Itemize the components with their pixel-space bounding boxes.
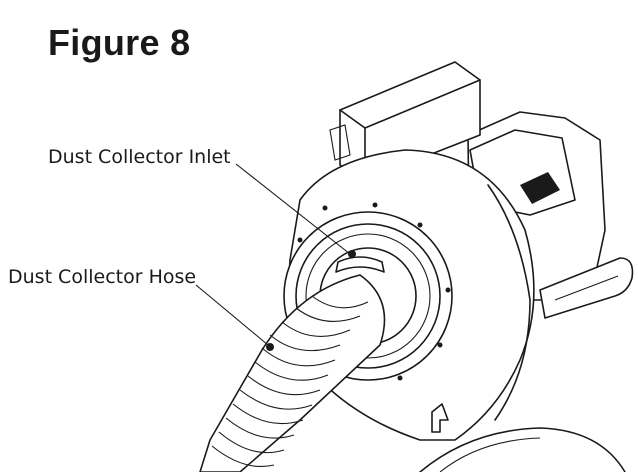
inlet-leader-line: [235, 163, 351, 255]
inlet-clamp: [335, 250, 385, 273]
callout-dust-collector-hose: Dust Collector Hose: [8, 266, 197, 288]
figure-title: Figure 8: [48, 22, 191, 63]
hose-leader-line: [195, 284, 269, 346]
switch-box: [329, 61, 481, 181]
direction-arrow-icon: [431, 403, 449, 433]
collector-base: [419, 427, 626, 472]
callout-dust-collector-inlet: Dust Collector Inlet: [48, 146, 231, 168]
flexible-hose: [199, 274, 386, 472]
leader-lines: [195, 163, 351, 346]
side-handle: [539, 257, 634, 319]
